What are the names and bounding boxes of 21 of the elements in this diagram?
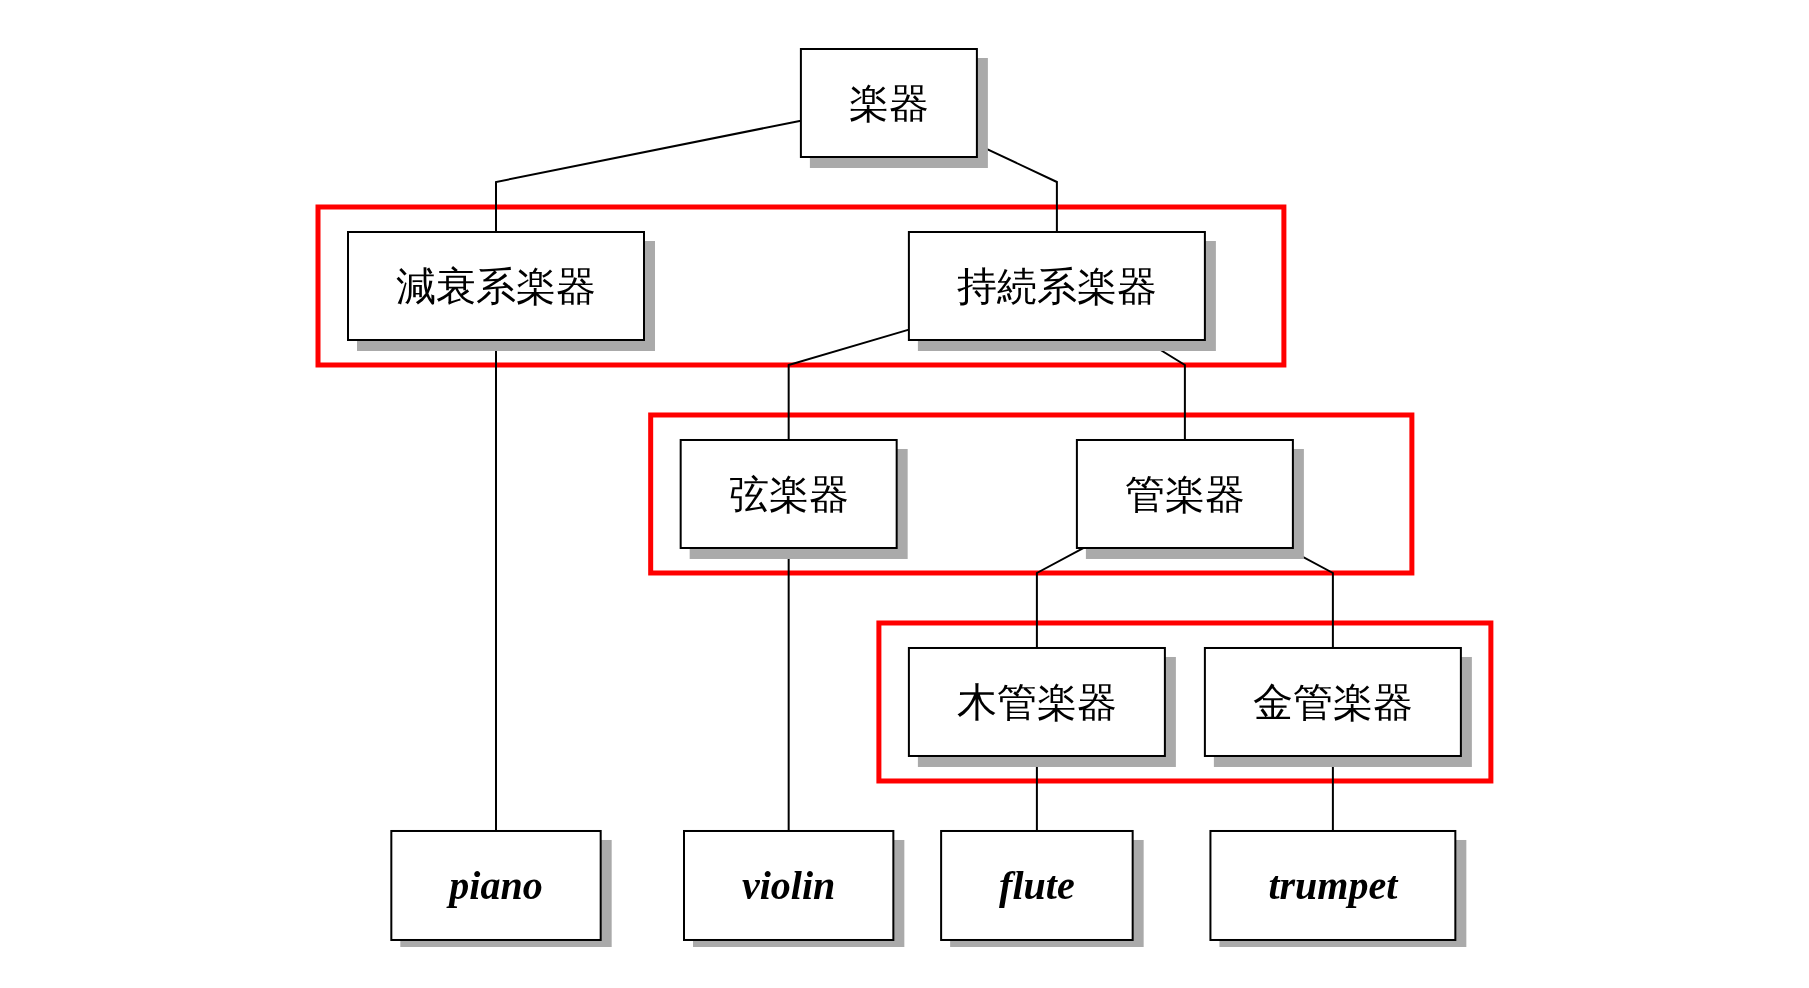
node-box: 楽器 xyxy=(799,47,978,158)
cluster xyxy=(876,620,1494,783)
connector xyxy=(1331,754,1334,832)
node-box: 持続系楽器 xyxy=(907,230,1206,341)
node-box: trumpet xyxy=(1209,829,1457,941)
node-box: 木管楽器 xyxy=(907,646,1166,757)
node-box: 金管楽器 xyxy=(1203,646,1462,757)
connector xyxy=(787,546,790,832)
node-box: piano xyxy=(390,829,602,941)
node-box: 弦楽器 xyxy=(679,438,898,549)
connector xyxy=(1285,546,1334,649)
node-box: 管楽器 xyxy=(1075,438,1294,549)
connector xyxy=(1035,546,1085,649)
node-box: flute xyxy=(940,829,1134,941)
cluster xyxy=(315,204,1287,367)
connector xyxy=(1035,754,1038,832)
cluster xyxy=(648,412,1415,575)
node-box: 減衰系楽器 xyxy=(347,230,646,341)
connector xyxy=(1143,338,1186,441)
node-box: violin xyxy=(683,829,895,941)
connector xyxy=(495,338,498,832)
